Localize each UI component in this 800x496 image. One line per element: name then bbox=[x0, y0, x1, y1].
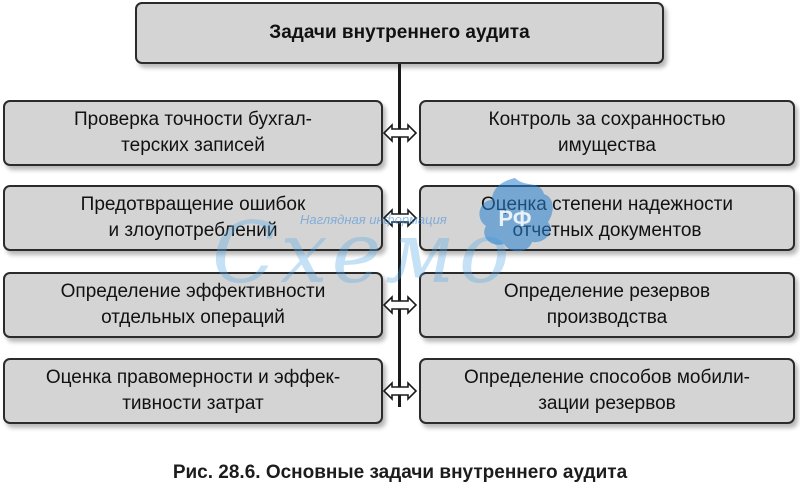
right-task-2-line2: отчетных документов bbox=[512, 220, 702, 241]
left-task-4-line2: тивности затрат bbox=[122, 393, 264, 414]
left-task-2-line2: и злоупотреблений bbox=[108, 220, 278, 241]
right-task-box-3: Определение резервов производства bbox=[419, 272, 795, 338]
left-task-box-3: Определение эффективности отдельных опер… bbox=[3, 272, 383, 338]
left-task-4-line1: Оценка правомерности и эффек- bbox=[45, 367, 341, 388]
right-task-4-line2: зации резервов bbox=[538, 393, 676, 414]
left-task-1-line1: Проверка точности бухгал- bbox=[73, 109, 313, 130]
left-task-3-line2: отдельных операций bbox=[101, 307, 285, 328]
left-task-box-2: Предотвращение ошибок и злоупотреблений bbox=[3, 185, 383, 251]
right-task-1-line2: имущества bbox=[557, 135, 656, 156]
right-task-4-line1: Определение способов мобили- bbox=[463, 367, 751, 388]
right-task-1-line1: Контроль за сохранностью bbox=[488, 109, 726, 130]
left-task-3-line1: Определение эффективности bbox=[60, 281, 326, 302]
diagram-title: Задачи внутреннего аудита bbox=[269, 22, 530, 43]
right-task-3-line1: Определение резервов bbox=[503, 281, 711, 302]
left-task-box-1: Проверка точности бухгал- терских записе… bbox=[3, 100, 383, 166]
left-task-box-4: Оценка правомерности и эффек- тивности з… bbox=[3, 358, 383, 424]
vertical-connector-line bbox=[398, 64, 401, 407]
right-task-box-2: Оценка степени надежности отчетных докум… bbox=[419, 185, 795, 251]
figure-caption: Рис. 28.6. Основные задачи внутреннего а… bbox=[172, 462, 628, 483]
right-task-3-line2: производства bbox=[546, 307, 668, 328]
left-task-2-line1: Предотвращение ошибок bbox=[80, 194, 306, 215]
diagram-title-box: Задачи внутреннего аудита bbox=[135, 2, 664, 64]
left-task-1-line2: терских записей bbox=[121, 135, 265, 156]
right-task-box-4: Определение способов мобили- зации резер… bbox=[419, 358, 795, 424]
right-task-2-line1: Оценка степени надежности bbox=[481, 194, 733, 215]
right-task-box-1: Контроль за сохранностью имущества bbox=[419, 100, 795, 166]
